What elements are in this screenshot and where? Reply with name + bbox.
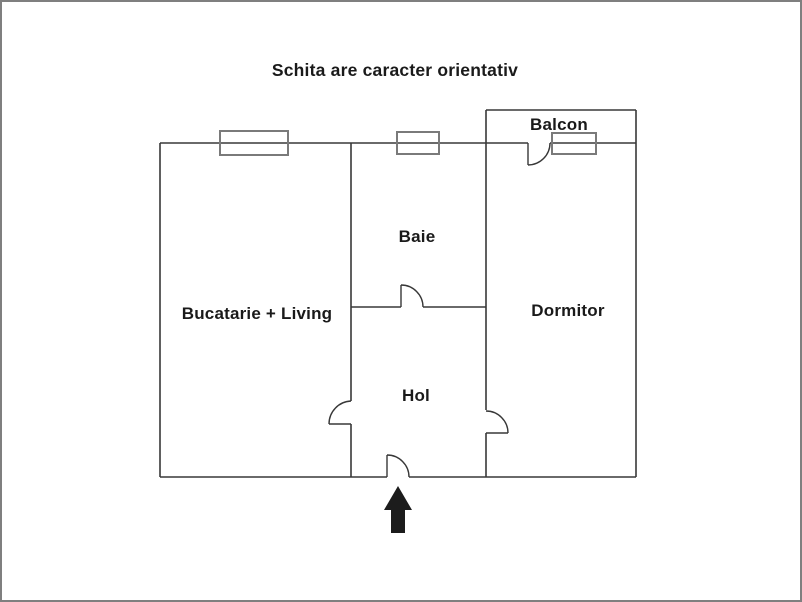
hol-to-living-door-icon xyxy=(328,400,352,425)
sketch-disclaimer-title: Schita are caracter orientativ xyxy=(272,60,518,80)
entrance-door-icon xyxy=(386,454,410,478)
walls-group xyxy=(159,109,637,478)
living-window-icon xyxy=(219,130,289,156)
room-label-hol: Hol xyxy=(402,386,430,405)
baie-window-icon xyxy=(396,131,440,155)
room-labels-group: Bucatarie + Living Baie Hol Dormitor Bal… xyxy=(182,115,605,405)
entrance-up-arrow-icon xyxy=(384,486,412,533)
room-label-bucatarie-living: Bucatarie + Living xyxy=(182,304,333,323)
room-label-baie: Baie xyxy=(399,227,436,246)
room-label-balcon: Balcon xyxy=(530,115,588,134)
doors-group xyxy=(328,142,551,478)
balcony-window-icon xyxy=(551,132,597,155)
room-label-dormitor: Dormitor xyxy=(531,301,605,320)
baie-door-icon xyxy=(400,284,424,308)
balcony-door-icon xyxy=(527,142,551,166)
hol-to-dormitor-door-icon xyxy=(485,410,509,434)
windows-group xyxy=(219,130,597,156)
